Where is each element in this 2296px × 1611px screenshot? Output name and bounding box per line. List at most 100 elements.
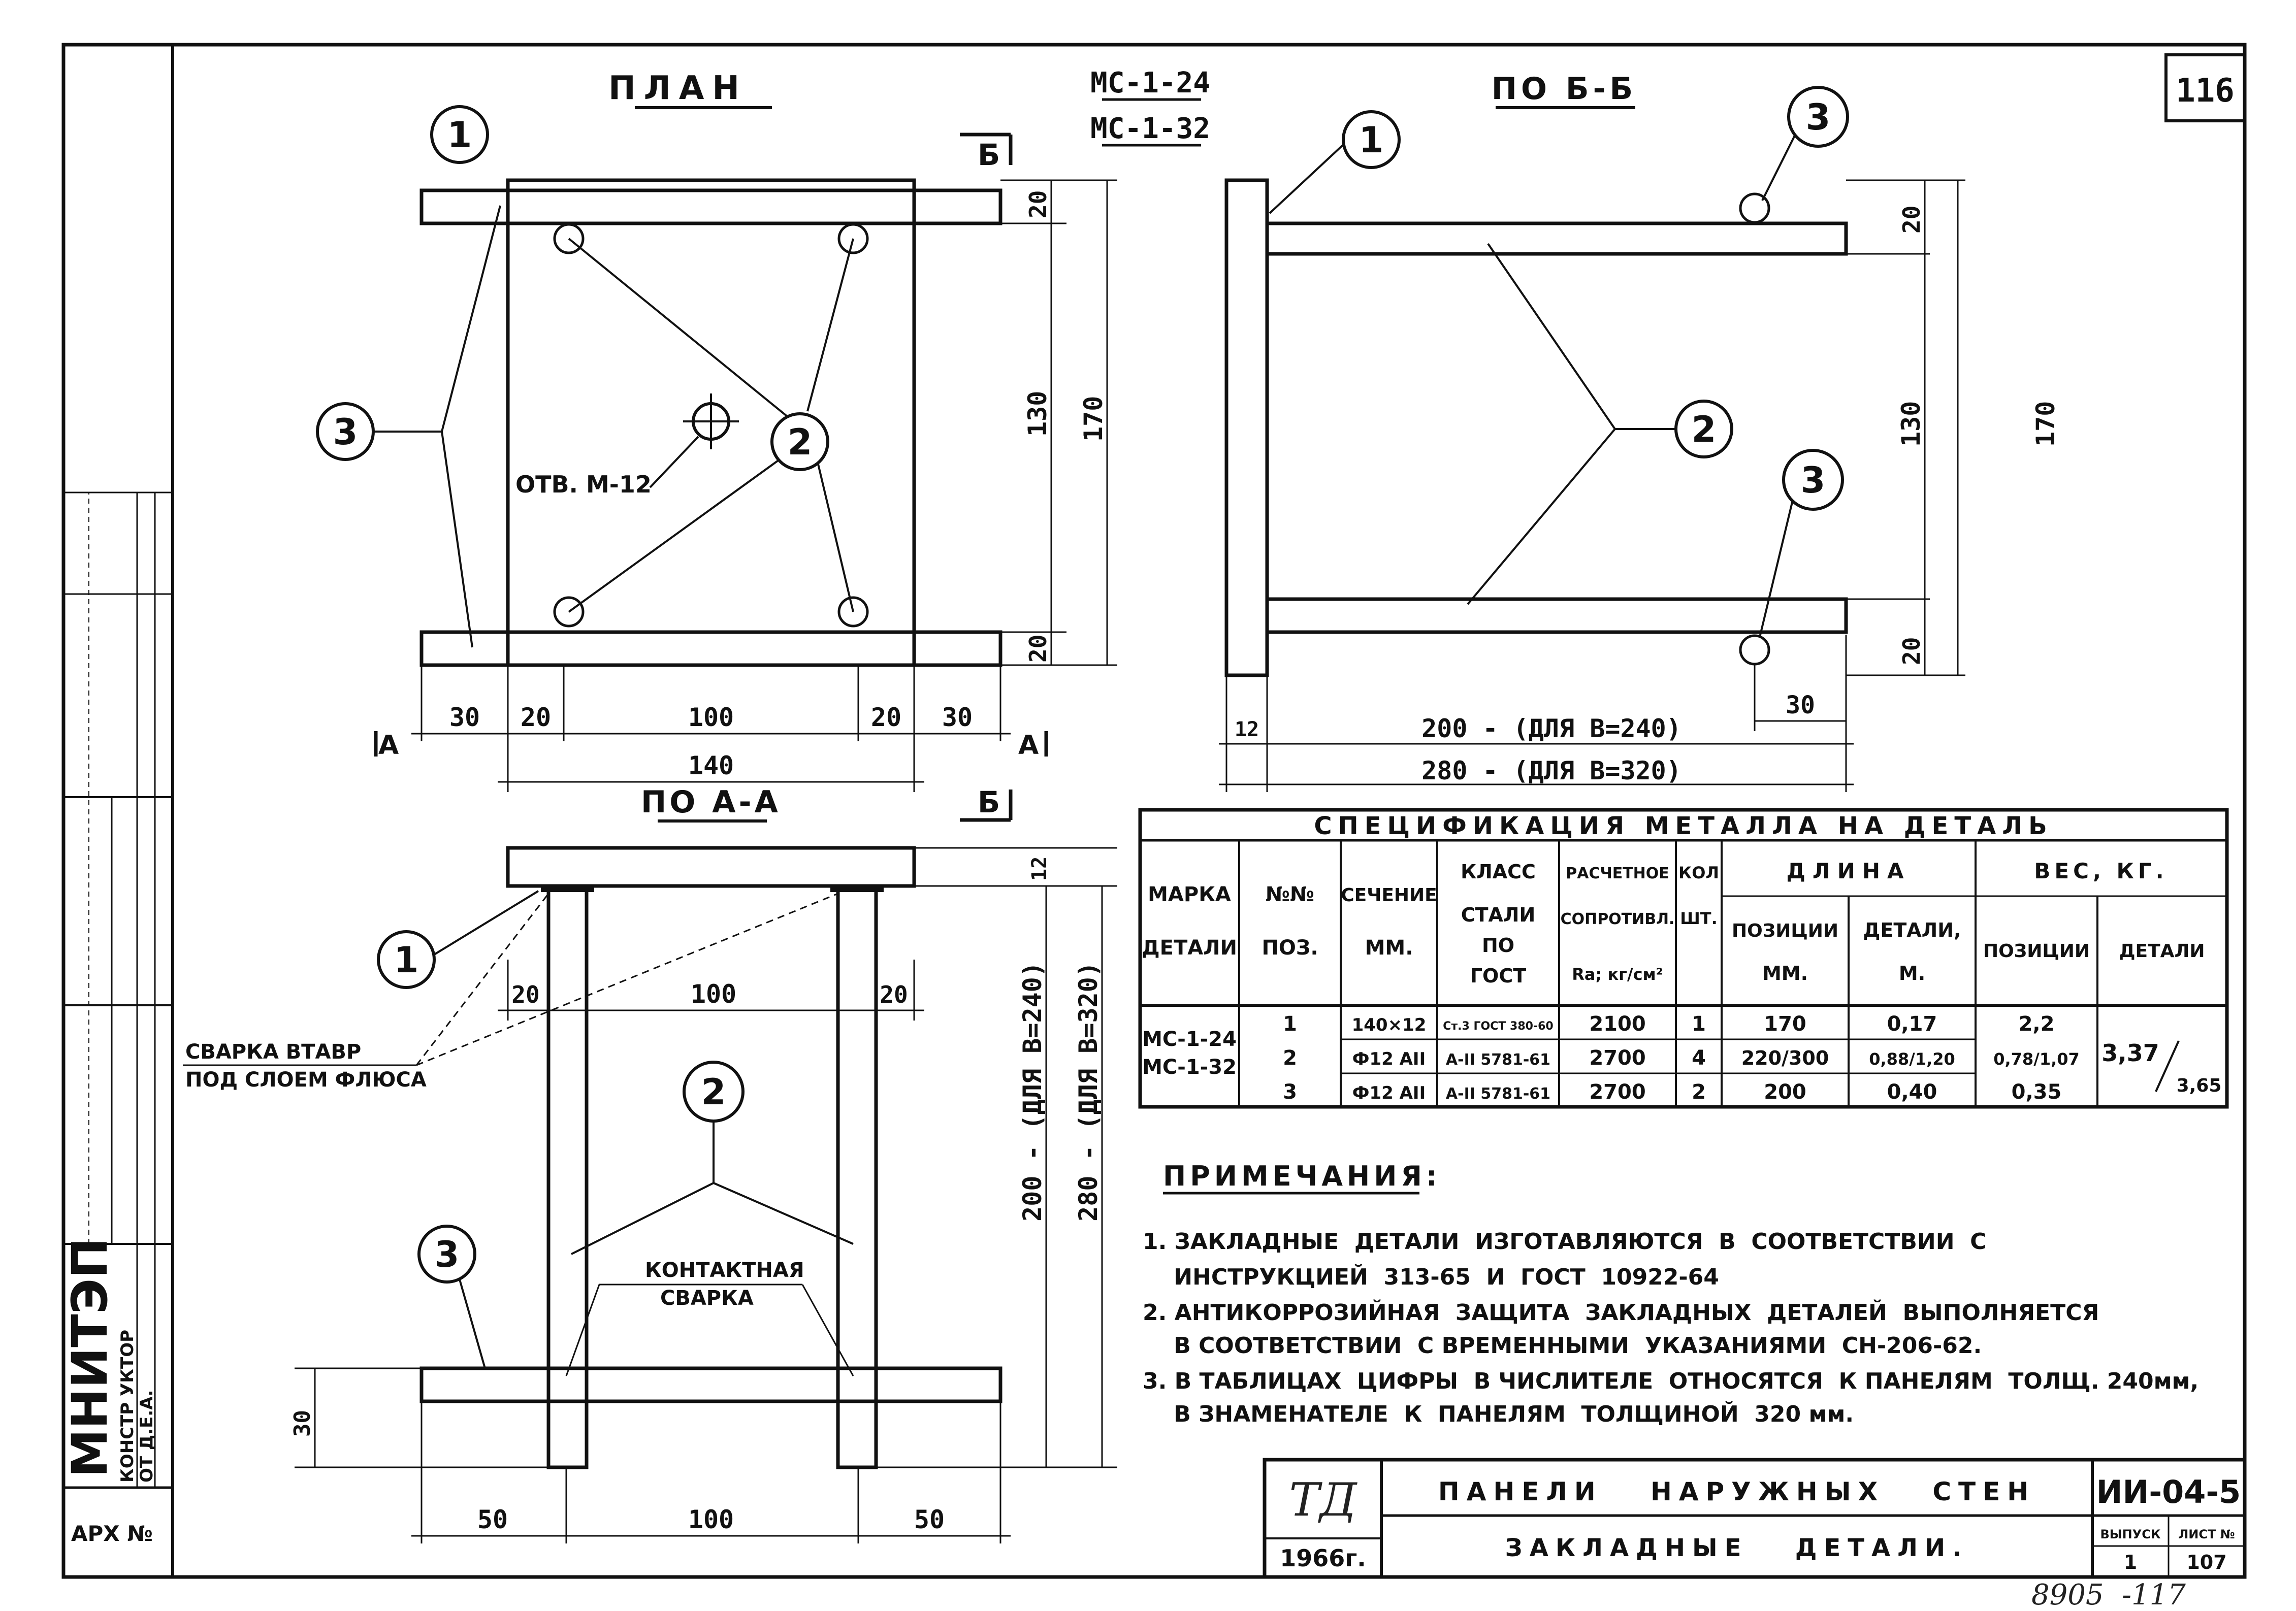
hdr-qty-1: КОЛ bbox=[1678, 863, 1719, 882]
notes: ПРИМЕЧАНИЯ: 1. ЗАКЛАДНЫЕ ДЕТАЛИ ИЗГОТАВЛ… bbox=[1143, 1160, 2198, 1427]
hdr-weight-pos: ПОЗИЦИИ bbox=[1983, 941, 2090, 962]
designation-bottom: МС-1-32 bbox=[1090, 112, 1210, 145]
aa-dim-v-240: 200 - (ДЛЯ В=240) bbox=[1018, 962, 1047, 1222]
hdr-length-pos-1: ПОЗИЦИИ bbox=[1732, 920, 1838, 941]
hdr-mark-2: ДЕТАЛИ bbox=[1142, 936, 1237, 960]
r3-pos: 3 bbox=[1283, 1080, 1297, 1104]
r1-len-pos: 170 bbox=[1764, 1012, 1806, 1036]
bb-dim-bottom: 20 bbox=[1898, 637, 1925, 665]
plan-mark-b-top: Б bbox=[978, 138, 1000, 172]
plan-dim-right-total: 170 bbox=[1079, 396, 1108, 442]
r2-qty: 4 bbox=[1692, 1046, 1706, 1070]
plan-title: ПЛАН bbox=[608, 70, 748, 107]
bb-dim-total: 170 bbox=[2031, 401, 2060, 447]
plan-callout-1: 1 bbox=[447, 114, 472, 156]
aa-dim-bottom-100: 100 bbox=[688, 1505, 734, 1534]
hdr-steel-2: СТАЛИ bbox=[1461, 904, 1536, 926]
r1-pos: 1 bbox=[1283, 1012, 1297, 1036]
r3-resist: 2700 bbox=[1589, 1080, 1645, 1104]
section-bb-title: ПО Б-Б bbox=[1492, 71, 1637, 107]
r3-qty: 2 bbox=[1692, 1080, 1706, 1104]
aa-dim-bottom-50a: 50 bbox=[477, 1505, 508, 1534]
note-line-2: ИНСТРУКЦИЕЙ 313-65 И ГОСТ 10922-64 bbox=[1143, 1263, 1719, 1290]
r1-steel: Ст.3 ГОСТ 380-60 bbox=[1443, 1020, 1553, 1033]
plan-dim-right-bottom: 20 bbox=[1024, 635, 1052, 663]
aa-callout-1: 1 bbox=[394, 939, 419, 981]
r3-len-pos: 200 bbox=[1764, 1080, 1806, 1104]
hdr-length-det-1: ДЕТАЛИ, bbox=[1863, 919, 1961, 941]
stamp-line-1: КОНСТР УКТОР bbox=[117, 1330, 138, 1483]
hdr-length-pos-2: ММ. bbox=[1762, 962, 1808, 984]
left-stamp bbox=[63, 491, 173, 1489]
bb-dim-len-320: 280 - (ДЛЯ В=320) bbox=[1421, 756, 1681, 785]
hdr-weight-det: ДЕТАЛИ bbox=[2119, 941, 2205, 962]
tb-title-1: ПАНЕЛИ НАРУЖНЫХ СТЕН bbox=[1438, 1477, 2035, 1506]
plan-hole-label: ОТВ. М-12 bbox=[515, 471, 652, 498]
note-line-4: В СООТВЕТСТВИИ С ВРЕМЕННЫМИ УКАЗАНИЯМИ С… bbox=[1143, 1333, 1982, 1359]
bb-callout-3-bottom: 3 bbox=[1801, 459, 1826, 501]
title-block: ТД 1966г. ПАНЕЛИ НАРУЖНЫХ СТЕН ЗАКЛАДНЫЕ… bbox=[1263, 1458, 2247, 1579]
plan-dim-bottom-total: 140 bbox=[688, 751, 734, 780]
hdr-steel-1: КЛАСС bbox=[1461, 861, 1536, 883]
bb-callout-1: 1 bbox=[1359, 119, 1384, 161]
hdr-qty-2: ШТ. bbox=[1680, 909, 1718, 928]
hdr-pos-1: №№ bbox=[1266, 883, 1314, 906]
sheet-frame bbox=[61, 43, 2247, 1579]
plan-dim-bottom-20b: 20 bbox=[871, 703, 901, 732]
row-mark-2: МС-1-32 bbox=[1142, 1056, 1237, 1079]
hdr-steel-3: ПО bbox=[1482, 934, 1514, 957]
aa-callout-2: 2 bbox=[701, 1071, 726, 1113]
tb-sheet-label: ЛИСТ № bbox=[2178, 1527, 2235, 1541]
hdr-pos-2: ПОЗ. bbox=[1262, 936, 1318, 960]
plan-dim-right-mid: 130 bbox=[1023, 391, 1052, 437]
plan-dim-bottom-right: 30 bbox=[942, 703, 973, 732]
aa-weld-label-1: СВАРКА ВТАВР bbox=[185, 1040, 361, 1064]
hdr-length: ДЛИНА bbox=[1786, 859, 1911, 883]
r2-resist: 2700 bbox=[1589, 1046, 1645, 1070]
aa-dim-mid: 100 bbox=[691, 979, 736, 1009]
section-aa-title: ПО А-А bbox=[641, 784, 781, 820]
hdr-mark-1: МАРКА bbox=[1148, 883, 1231, 906]
section-aa-view: ПО А-А 1 2 3 СВАРКА ВТАВР ПОД СЛОЕМ ФЛЮС… bbox=[183, 784, 1117, 1543]
hdr-section-2: ММ. bbox=[1365, 936, 1413, 960]
bb-dim-offset: 30 bbox=[1786, 691, 1815, 719]
hdr-resist-1: РАСЧЕТНОЕ bbox=[1566, 865, 1669, 882]
aa-dim-v-320: 280 - (ДЛЯ В=320) bbox=[1074, 962, 1103, 1222]
spec-title: СПЕЦИФИКАЦИЯ МЕТАЛЛА НА ДЕТАЛЬ bbox=[1314, 812, 2053, 840]
aa-contact-label-1: КОНТАКТНАЯ bbox=[645, 1259, 804, 1282]
tb-org: ТД bbox=[1289, 1473, 1357, 1527]
hdr-section-1: СЕЧЕНИЕ bbox=[1341, 885, 1437, 906]
r1-qty: 1 bbox=[1692, 1012, 1706, 1036]
r3-steel: А-II 5781-61 bbox=[1446, 1085, 1550, 1103]
r2-len-pos: 220/300 bbox=[1741, 1047, 1829, 1069]
tb-year: 1966г. bbox=[1280, 1544, 1366, 1572]
aa-dim-right-20: 20 bbox=[880, 981, 908, 1008]
r2-len-det: 0,88/1,20 bbox=[1869, 1049, 1955, 1069]
tb-sheet: 107 bbox=[2186, 1551, 2226, 1573]
tb-title-2: ЗАКЛАДНЫЕ ДЕТАЛИ. bbox=[1505, 1534, 1969, 1562]
institute-name: МНИТЭП bbox=[61, 1238, 118, 1478]
plan-callout-3: 3 bbox=[333, 411, 358, 453]
bb-dim-mid: 130 bbox=[1896, 401, 1926, 447]
hdr-length-det-2: М. bbox=[1899, 962, 1925, 984]
row-mark-1: МС-1-24 bbox=[1142, 1028, 1237, 1051]
hdr-weight: ВЕС, КГ. bbox=[2034, 859, 2168, 883]
aa-weld-label-2: ПОД СЛОЕМ ФЛЮСА bbox=[185, 1068, 427, 1092]
plan-mark-b-bottom: Б bbox=[978, 785, 1000, 819]
arch-no: АРХ № bbox=[71, 1521, 153, 1546]
stamp-line-2: ОТ Д.Е.А. bbox=[137, 1390, 157, 1483]
hdr-steel-4: ГОСТ bbox=[1470, 965, 1526, 987]
note-line-3: 2. АНТИКОРРОЗИЙНАЯ ЗАЩИТА ЗАКЛАДНЫХ ДЕТА… bbox=[1143, 1299, 2099, 1326]
r1-len-det: 0,17 bbox=[1887, 1012, 1937, 1036]
bb-dim-left-thk: 12 bbox=[1235, 718, 1259, 741]
tb-issue-label: ВЫПУСК bbox=[2100, 1527, 2161, 1541]
weight-total-den: 3,65 bbox=[2177, 1075, 2222, 1096]
hdr-resist-3: Rа; кг/см² bbox=[1572, 965, 1663, 984]
r3-section: Ф12 АII bbox=[1352, 1083, 1426, 1103]
note-line-5: 3. В ТАБЛИЦАХ ЦИФРЫ В ЧИСЛИТЕЛЕ ОТНОСЯТС… bbox=[1143, 1368, 2198, 1394]
plan-dim-bottom-mid: 100 bbox=[688, 703, 734, 732]
r2-pos: 2 bbox=[1283, 1046, 1297, 1070]
bb-callout-3-top: 3 bbox=[1806, 96, 1831, 138]
page-number: 116 bbox=[2176, 72, 2235, 110]
